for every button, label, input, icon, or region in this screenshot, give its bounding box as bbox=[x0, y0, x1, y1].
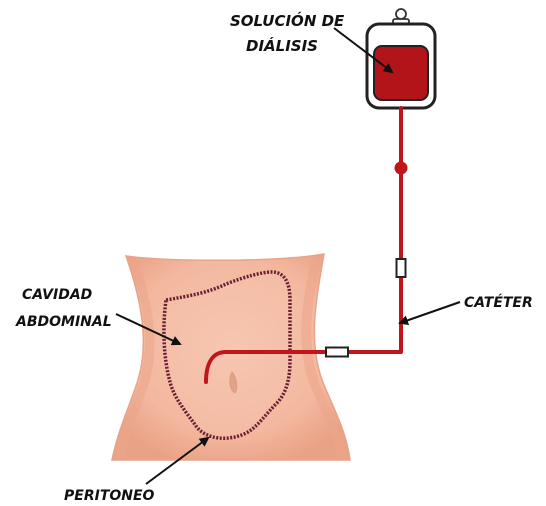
bag-hanger-ring bbox=[396, 9, 406, 19]
label-solution-line1: SOLUCIÓN DE bbox=[230, 11, 345, 30]
arrow-to-catheter bbox=[400, 302, 460, 323]
vertical-connector bbox=[397, 259, 406, 277]
label-cavity-line2: ABDOMINAL bbox=[15, 314, 112, 330]
horizontal-connector bbox=[326, 348, 348, 357]
label-peritoneum: PERITONEO bbox=[64, 488, 155, 504]
label-catheter: CATÉTER bbox=[464, 294, 533, 311]
drip-chamber bbox=[395, 162, 408, 175]
label-solution-line2: DIÁLISIS bbox=[246, 36, 318, 55]
label-cavity-line1: CAVIDAD bbox=[22, 287, 92, 303]
bag-fluid bbox=[374, 46, 428, 100]
dialysis-bag bbox=[367, 9, 435, 108]
